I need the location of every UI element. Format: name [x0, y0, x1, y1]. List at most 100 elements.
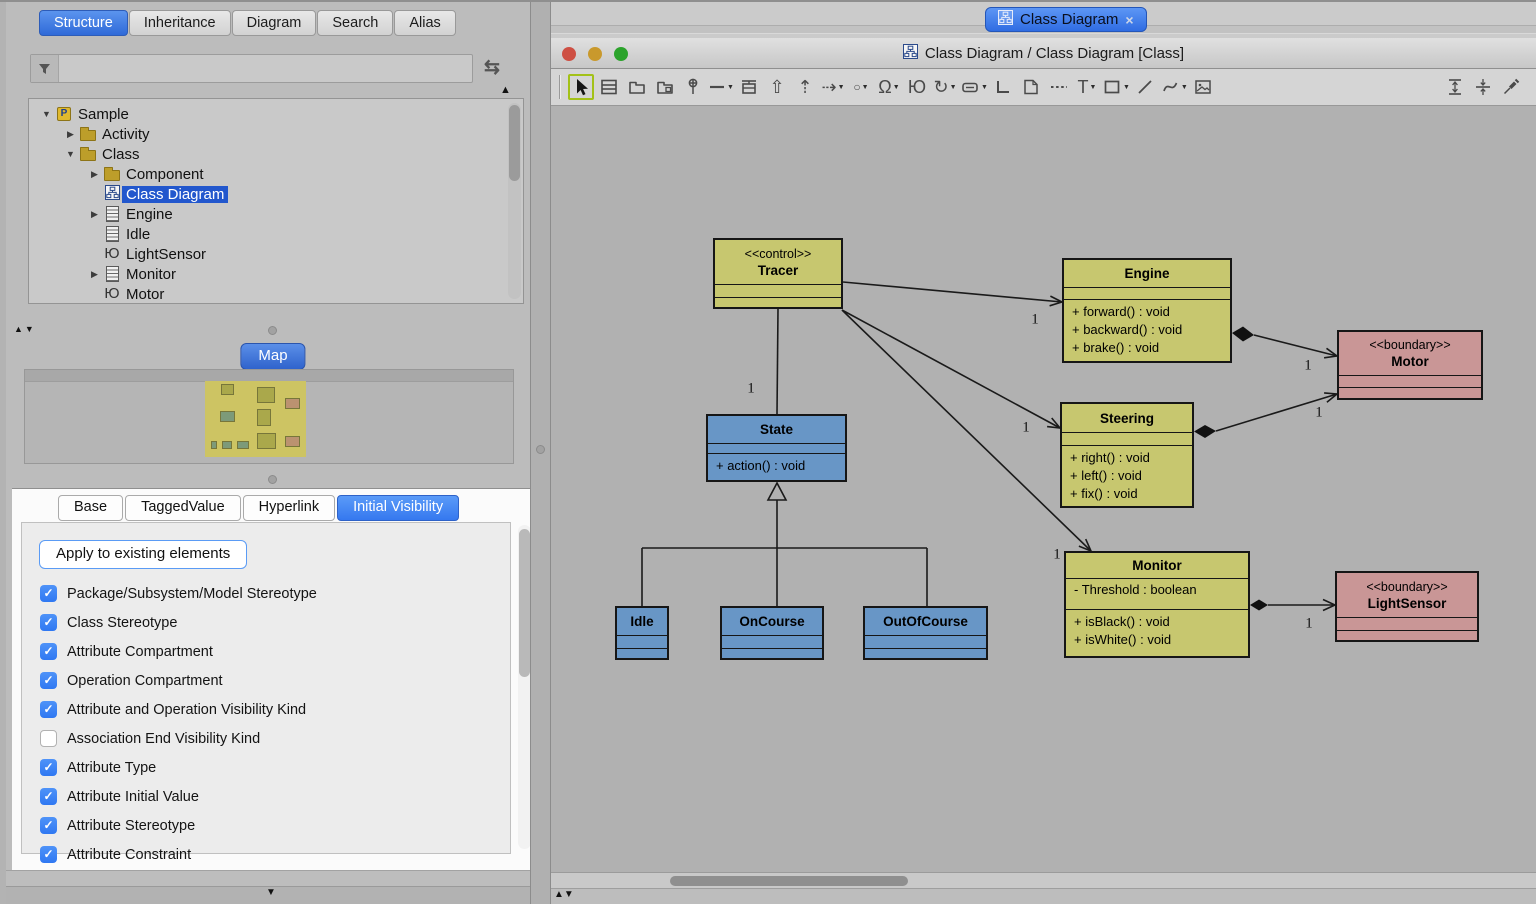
usage-tool[interactable]: ↻▼ [932, 74, 958, 100]
generalization-tool[interactable]: ⇧ [764, 74, 790, 100]
map-button[interactable]: Map [240, 343, 305, 370]
package-tool[interactable] [624, 74, 650, 100]
option-package-subsystem-model-stereotype[interactable]: ✓Package/Subsystem/Model Stereotype [40, 579, 317, 608]
horizontal-scrollbar-thumb[interactable] [670, 876, 908, 886]
left-panel-collapse-bar[interactable]: ▼ [6, 886, 536, 904]
splitter-handle[interactable] [536, 445, 545, 454]
expander-icon[interactable]: ▼ [39, 109, 54, 119]
collapse-down-icon[interactable]: ▼ [266, 887, 276, 898]
tree-filter-input[interactable] [59, 55, 472, 82]
line-tool[interactable] [1132, 74, 1158, 100]
tree-item-class-diagram[interactable]: Class Diagram [29, 184, 523, 204]
distribute-vertical-tool[interactable] [1442, 74, 1468, 100]
expander-icon[interactable]: ▼ [63, 149, 78, 159]
option-attribute-constraint[interactable]: ✓Attribute Constraint [40, 840, 317, 869]
text-tool[interactable]: T▼ [1074, 74, 1100, 100]
pushpin-tool[interactable] [1498, 74, 1524, 100]
option-association-end-visibility-kind[interactable]: Association End Visibility Kind [40, 724, 317, 753]
select-tool[interactable] [568, 74, 594, 100]
tab-search[interactable]: Search [317, 10, 393, 36]
uml-class-lightsensor[interactable]: <<boundary>>LightSensor [1335, 571, 1479, 642]
uml-class-steering[interactable]: Steering+ right() : void+ left() : void+… [1060, 402, 1194, 508]
uml-class-outofcourse[interactable]: OutOfCourse [863, 606, 988, 660]
horizontal-scrollbar[interactable] [551, 872, 1536, 888]
distribute-horizontal-tool[interactable] [1470, 74, 1496, 100]
uml-class-engine[interactable]: Engine+ forward() : void+ backward() : v… [1062, 258, 1232, 363]
association-tool[interactable]: ▼ [708, 74, 734, 100]
interface-tool[interactable]: Ω▼ [876, 74, 902, 100]
tab-alias[interactable]: Alias [394, 10, 455, 36]
swap-direction-icon[interactable]: ⇆ [484, 56, 500, 79]
tree-item-sample[interactable]: ▼PSample [29, 104, 523, 124]
option-attribute-initial-value[interactable]: ✓Attribute Initial Value [40, 782, 317, 811]
checkbox-icon[interactable]: ✓ [40, 788, 57, 805]
dependency-tool[interactable]: ⇢▼ [820, 74, 846, 100]
apply-to-existing-button[interactable]: Apply to existing elements [39, 540, 247, 569]
main-splitter[interactable] [530, 2, 551, 904]
checkbox-icon[interactable]: ✓ [40, 614, 57, 631]
option-attribute-stereotype[interactable]: ✓Attribute Stereotype [40, 811, 317, 840]
uml-class-monitor[interactable]: Monitor- Threshold : boolean+ isBlack() … [1064, 551, 1250, 658]
tab-base[interactable]: Base [58, 495, 123, 521]
association-class-tool[interactable] [736, 74, 762, 100]
tab-initial-visibility[interactable]: Initial Visibility [337, 495, 459, 521]
scroll-down-icon[interactable]: ▼ [564, 889, 574, 900]
anchor-tool[interactable] [990, 74, 1016, 100]
close-window-button[interactable] [562, 47, 576, 61]
tree-item-motor[interactable]: ЮMotor [29, 284, 523, 304]
tree-item-lightsensor[interactable]: ЮLightSensor [29, 244, 523, 264]
map-property-splitter[interactable] [6, 470, 530, 488]
uml-class-oncourse[interactable]: OnCourse [720, 606, 824, 660]
uml-class-tracer[interactable]: <<control>>Tracer [713, 238, 843, 309]
minimap-viewport[interactable] [205, 381, 306, 457]
tab-inheritance[interactable]: Inheritance [129, 10, 231, 36]
checkbox-icon[interactable]: ✓ [40, 817, 57, 834]
checkbox-icon[interactable]: ✓ [40, 701, 57, 718]
class-tool[interactable] [596, 74, 622, 100]
option-class-stereotype[interactable]: ✓Class Stereotype [40, 608, 317, 637]
uml-class-idle[interactable]: Idle [615, 606, 669, 660]
checkbox-icon[interactable]: ✓ [40, 846, 57, 863]
uml-class-motor[interactable]: <<boundary>>Motor [1337, 330, 1483, 400]
expander-icon[interactable]: ▶ [87, 269, 102, 280]
constraint-tool[interactable] [1046, 74, 1072, 100]
tab-diagram[interactable]: Diagram [232, 10, 317, 36]
option-operation-compartment[interactable]: ✓Operation Compartment [40, 666, 317, 695]
text-note-tool[interactable] [1018, 74, 1044, 100]
tree-item-class[interactable]: ▼Class [29, 144, 523, 164]
pin-tool[interactable] [680, 74, 706, 100]
checkbox-icon[interactable]: ✓ [40, 643, 57, 660]
toolbar-grip[interactable] [559, 75, 561, 99]
expander-icon[interactable]: ▶ [63, 129, 78, 140]
option-attribute-and-operation-visibility-kind[interactable]: ✓Attribute and Operation Visibility Kind [40, 695, 317, 724]
tree-item-component[interactable]: ▶Component [29, 164, 523, 184]
note-tool[interactable]: ▼ [960, 74, 988, 100]
option-attribute-type[interactable]: ✓Attribute Type [40, 753, 317, 782]
scroll-up-icon[interactable]: ▲ [554, 889, 564, 900]
checkbox-icon[interactable]: ✓ [40, 759, 57, 776]
minimize-window-button[interactable] [588, 47, 602, 61]
tree-item-activity[interactable]: ▶Activity [29, 124, 523, 144]
filter-icon[interactable] [31, 55, 59, 82]
splitter-arrows-icon[interactable]: ▲▼ [14, 324, 36, 334]
checkbox-icon[interactable]: ✓ [40, 585, 57, 602]
checkbox-icon[interactable] [40, 730, 57, 747]
expander-icon[interactable]: ▶ [87, 209, 102, 220]
diagram-canvas[interactable]: <<control>>Tracer Engine+ forward() : voi… [551, 106, 1536, 872]
tree-scrollbar-thumb[interactable] [509, 105, 520, 181]
tab-class-diagram[interactable]: Class Diagram × [985, 7, 1147, 32]
splitter-handle[interactable] [268, 326, 277, 335]
tree-scrollbar[interactable] [508, 103, 521, 299]
instance-tool[interactable]: ○▼ [848, 74, 874, 100]
tree-item-engine[interactable]: ▶Engine [29, 204, 523, 224]
curve-tool[interactable]: ▼ [1160, 74, 1188, 100]
tab-structure[interactable]: Structure [39, 10, 128, 36]
checkbox-icon[interactable]: ✓ [40, 672, 57, 689]
required-interface-tool[interactable]: Ю [904, 74, 930, 100]
close-tab-icon[interactable]: × [1125, 12, 1133, 28]
option-attribute-compartment[interactable]: ✓Attribute Compartment [40, 637, 317, 666]
tab-hyperlink[interactable]: Hyperlink [243, 495, 335, 521]
rect-tool[interactable]: ▼ [1102, 74, 1130, 100]
splitter-handle[interactable] [268, 475, 277, 484]
collapse-tree-icon[interactable]: ▲ [500, 84, 511, 96]
